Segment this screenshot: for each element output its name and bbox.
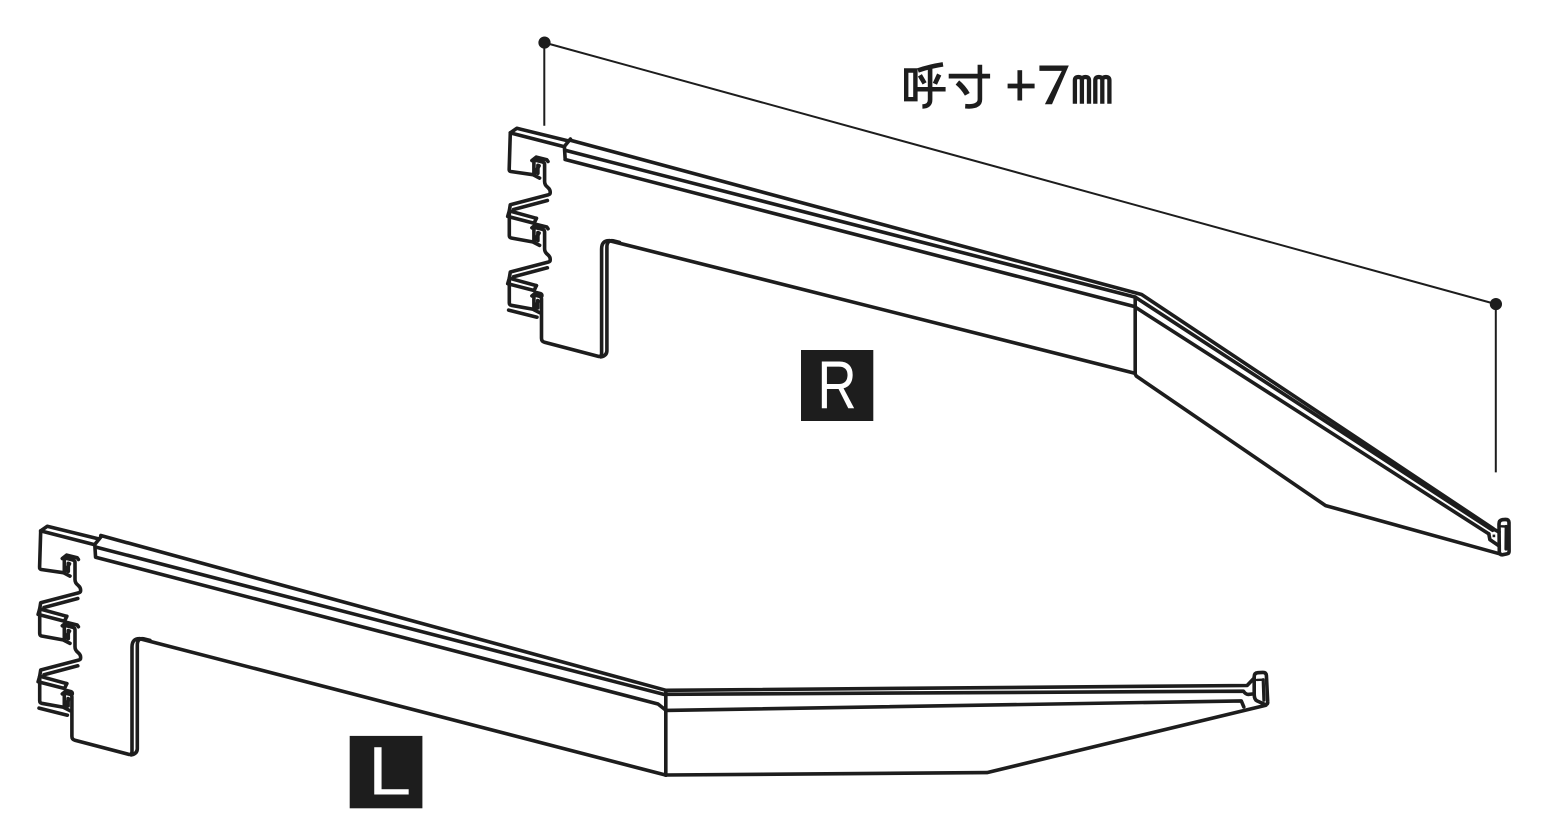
svg-text:L: L xyxy=(368,732,411,810)
svg-text:R: R xyxy=(817,348,856,424)
